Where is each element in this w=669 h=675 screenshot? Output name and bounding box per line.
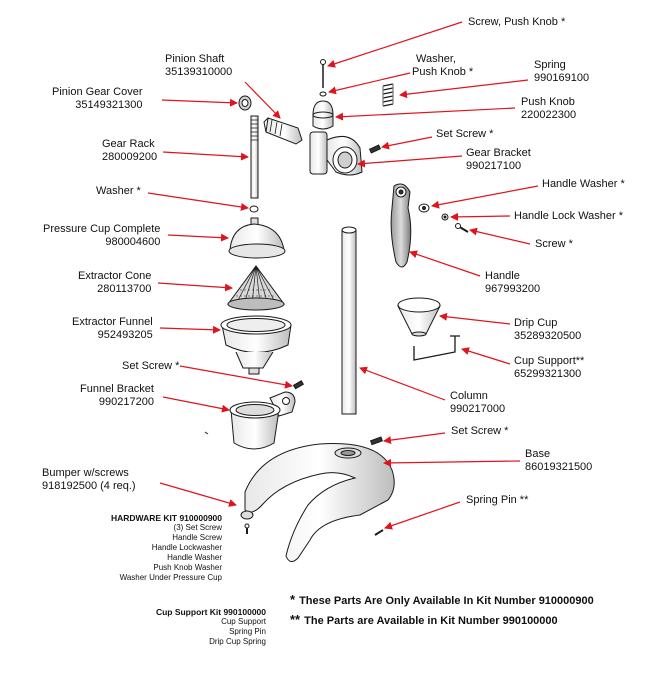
label-set-screw-mid: Set Screw * [122,360,180,372]
kit-item: Handle Lockwasher [151,543,222,552]
arrow-set-screw-base [383,432,446,445]
bumper-part [240,510,254,534]
spring-pin-part [374,529,384,536]
arrow-push-knob [335,107,516,121]
push-knob-washer-part [319,91,327,97]
hardware-kit-title: HARDWARE KIT 910000900 [110,513,222,523]
spring-part [382,83,394,107]
drip-cup-part [397,297,441,337]
kit-item: Handle Washer [167,553,222,562]
funnel-bracket-part [229,391,296,450]
kit-item: Cup Support [221,617,266,626]
arrow-extractor-funnel [159,325,221,334]
base-part [244,443,395,562]
handle-lock-washer-part [441,213,449,221]
arrow-set-screw-top [381,136,433,150]
set-screw-base-part [369,436,383,446]
handle-screw-part [455,223,469,233]
arrow-gear-rack [162,151,249,161]
pinion-gear-cover-part [238,95,252,111]
arrow-handle [409,250,481,277]
kit-item: (3) Set Screw [173,523,222,532]
arrow-cup-support [461,347,511,365]
cup-support-kit-title: Cup Support Kit 990100000 [155,607,266,617]
label-set-screw-top: Set Screw * [436,128,494,140]
extractor-cone-part [227,265,285,311]
label-handle-lock-washer: Handle Lock Washer * [514,210,624,222]
column-part [341,226,357,415]
gear-bracket-part [309,131,363,176]
note-kit-990100000: **The Parts are Available in Kit Number … [290,612,558,627]
arrow-handle-lock-washer [450,212,511,221]
washer-part [249,205,259,213]
arrow-gear-bracket [357,155,463,168]
handle-washer-part [418,203,430,213]
cup-support-kit-list: Cup Support Kit 990100000 Cup Support Sp… [140,607,266,647]
kit-item: Drip Cup Spring [209,637,266,646]
arrow-set-screw-mid [179,365,293,389]
label-screw-push-knob: Screw, Push Knob * [468,16,566,28]
kit-item: Washer Under Pressure Cup [119,573,222,582]
arrow-spring-pin [384,501,461,530]
arrow-pressure-cup [167,233,229,242]
arrow-screw [469,227,531,245]
arrow-handle-washer [431,185,539,209]
arrow-washer-push-knob [328,72,411,95]
arrow-base [383,458,521,467]
arrow-extractor-cone [157,282,233,292]
arrow-funnel-bracket [162,396,230,413]
pressure-cup-part [228,217,286,259]
kit-item: Push Knob Washer [153,563,222,572]
gear-rack-part [250,115,259,199]
kit-item: Spring Pin [229,627,266,636]
push-knob-part [312,100,334,130]
push-knob-screw-part [320,59,326,88]
extractor-funnel-part [220,315,292,375]
handle-part [390,183,412,268]
cup-support-part [413,335,460,361]
kit-item: Handle Screw [172,533,222,542]
label-handle-washer: Handle Washer * [542,178,625,190]
hardware-kit-list: HARDWARE KIT 910000900 (3) Set Screw Han… [100,513,222,583]
set-screw-top-part [368,144,382,154]
pinion-shaft-part [263,117,303,145]
label-washer: Washer * [96,185,141,197]
arrow-pinion-shaft [244,81,281,119]
label-cup-support: Cup Support**65299321300 [514,355,585,380]
label-screw: Screw * [535,238,573,250]
label-spring-pin: Spring Pin ** [466,494,529,506]
set-screw-mid-part [292,380,305,390]
dot-mark [204,431,209,435]
arrow-screw-push-knob [327,21,463,68]
arrow-pinion-gear-cover [161,98,238,107]
arrow-washer [147,192,249,211]
arrow-column [359,366,446,401]
label-washer-push-knob: Washer,Push Knob * [412,53,474,78]
label-set-screw-base: Set Screw * [451,425,509,437]
arrow-drip-cup [439,312,511,325]
arrow-bumper [159,482,237,507]
arrow-spring [399,79,529,99]
note-kit-910000900: *These Parts Are Only Available In Kit N… [290,592,594,607]
